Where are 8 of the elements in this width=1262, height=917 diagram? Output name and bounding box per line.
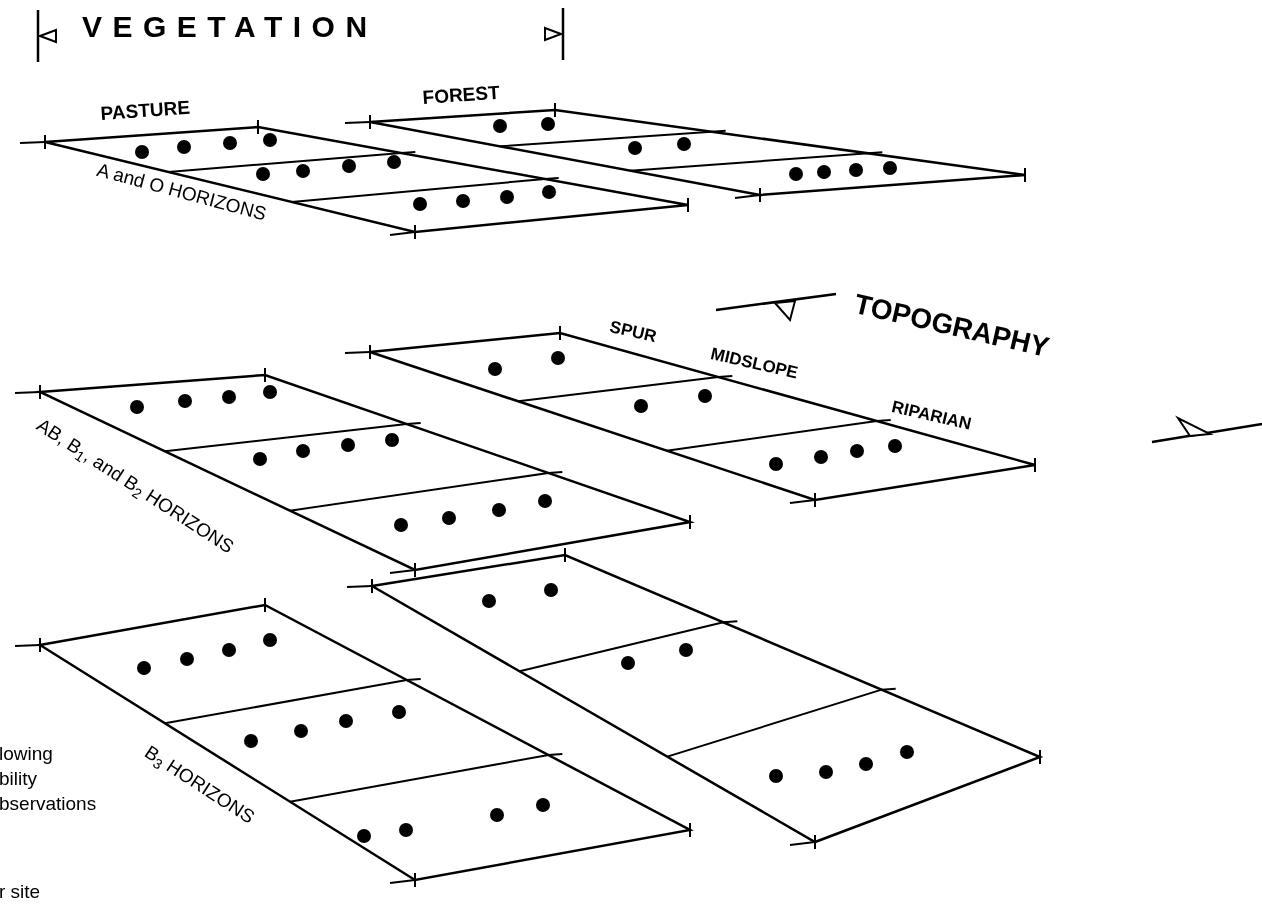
diagram-label: VEGETATION xyxy=(82,12,378,42)
diagram-label: bservations xyxy=(0,794,97,813)
diagram-label: PASTURE xyxy=(100,97,191,123)
diagram-label: FOREST xyxy=(422,82,501,107)
diagram-label: SPUR xyxy=(608,318,658,346)
diagram-label: r site xyxy=(0,882,41,901)
diagram-label: bility xyxy=(0,769,37,788)
diagram-label: lowing xyxy=(0,744,53,763)
